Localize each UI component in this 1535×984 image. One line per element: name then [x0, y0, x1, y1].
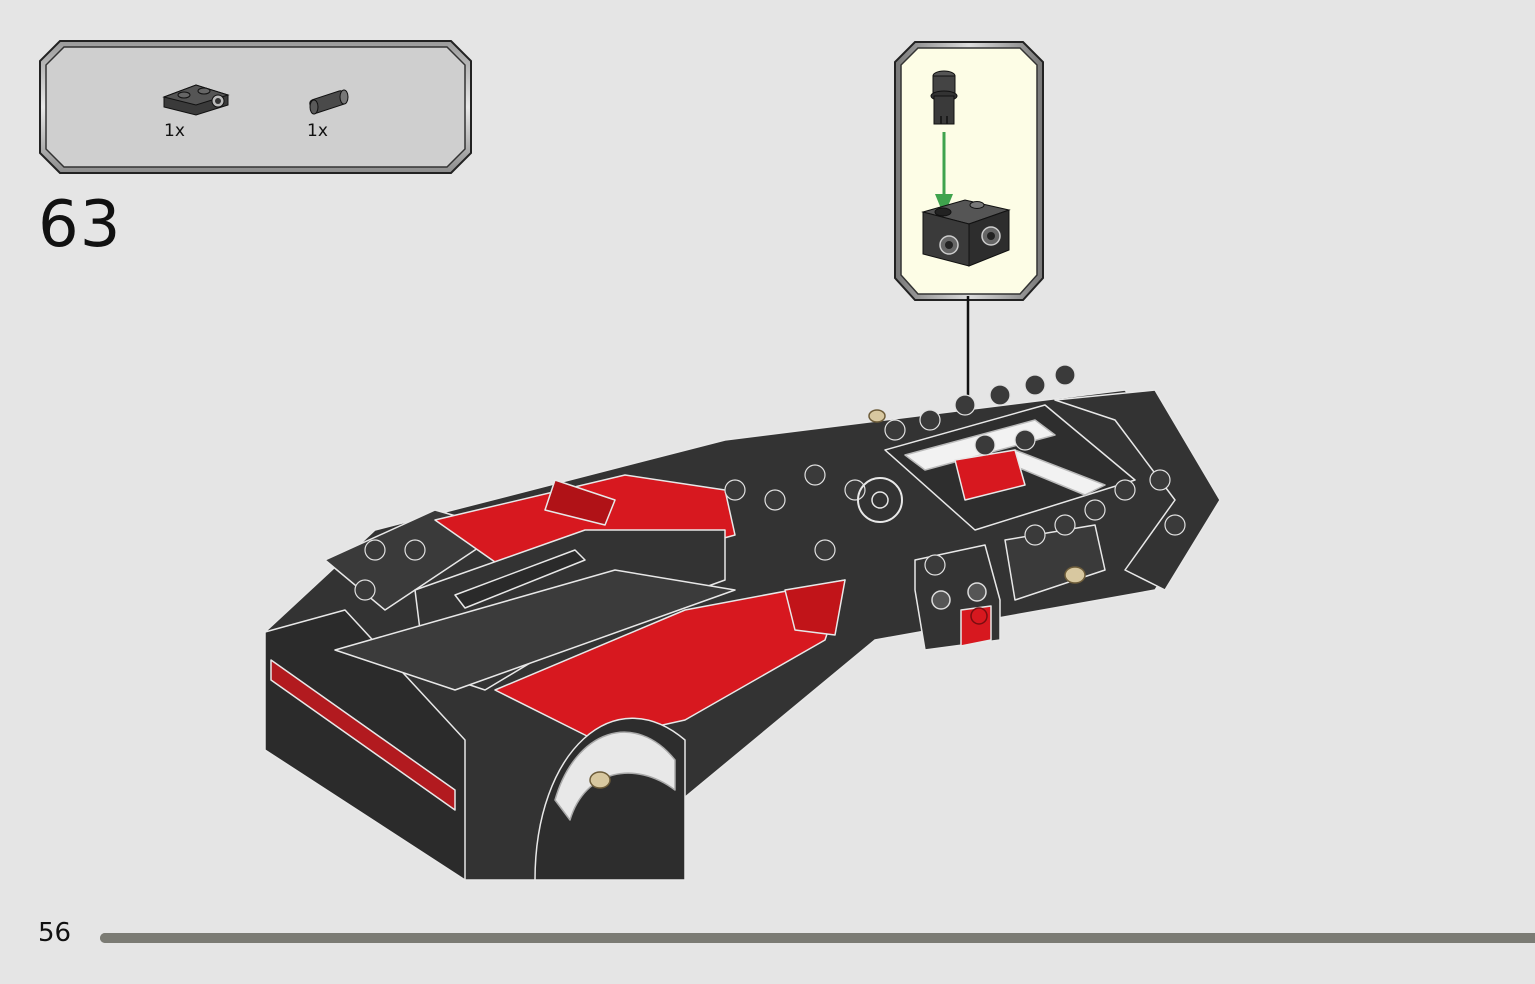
step-number: 63 [38, 188, 122, 262]
parts-list-box: 1x 1x [38, 39, 473, 175]
progress-bar-fill [100, 933, 1535, 943]
technic-pin-icon [930, 70, 958, 125]
progress-bar [100, 933, 1535, 943]
parts-box-frame [39, 40, 472, 174]
sub-assembly-callout [893, 40, 1045, 302]
parts-list-qty-1: 1x [164, 121, 185, 141]
parts-list-item-1 [160, 79, 232, 121]
parts-list-item-2 [306, 87, 352, 121]
insert-arrow-head [935, 194, 953, 216]
page-number: 56 [38, 918, 72, 948]
technic-pin-icon [309, 89, 349, 115]
race-car-model-icon [264, 364, 1221, 881]
plate-with-pin-hole-icon [162, 84, 230, 116]
callout-frame [894, 41, 1044, 301]
parts-list-qty-2: 1x [307, 121, 328, 141]
plate-with-pin-hole-icon [921, 199, 1011, 267]
model-illustration [255, 360, 1235, 890]
